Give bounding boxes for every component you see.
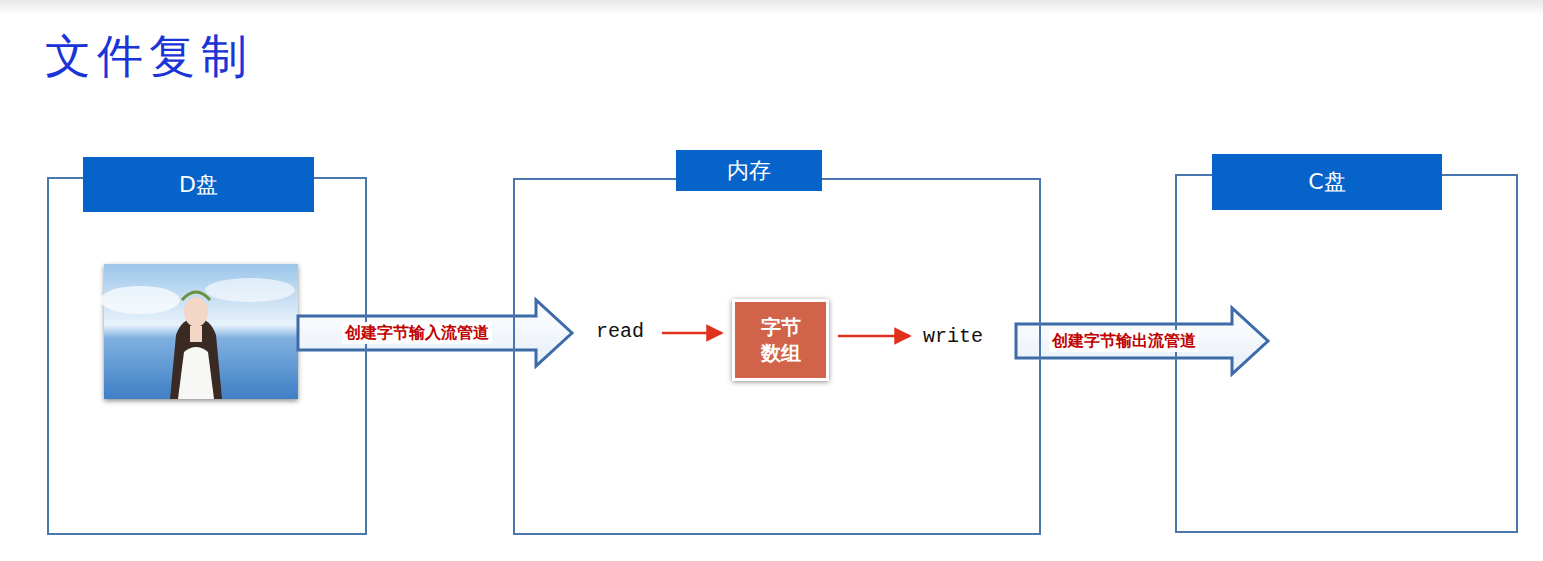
box-label: 字节 数组: [758, 314, 804, 366]
storage-area: D盘: [47, 177, 367, 535]
title: 文件复制: [45, 26, 253, 88]
area-title: C盘: [1308, 167, 1345, 197]
red-arrow: [662, 332, 722, 335]
operation-label: read: [596, 320, 644, 343]
storage-area: 内存字节 数组: [513, 178, 1041, 535]
operation-label: write: [923, 325, 983, 348]
hair: [170, 318, 222, 399]
area-header: C盘: [1212, 154, 1442, 210]
cloud: [100, 286, 180, 314]
byte-array-box: 字节 数组: [732, 299, 829, 381]
pipe-label: 创建字节输出流管道: [1049, 330, 1199, 352]
dress: [178, 347, 214, 399]
red-arrow: [838, 335, 910, 338]
flower-crown: [182, 292, 210, 300]
storage-area: C盘: [1175, 174, 1518, 533]
pipe-label: 创建字节输入流管道: [342, 322, 492, 344]
top-band: [0, 0, 1543, 16]
photo-frame: [104, 264, 298, 399]
area-title: D盘: [179, 170, 218, 200]
face: [184, 297, 208, 327]
pipe-arrow: [1016, 308, 1268, 374]
photo-illustration: [100, 264, 298, 399]
pipe-arrow: [298, 300, 572, 366]
cloud: [205, 278, 295, 302]
area-header: D盘: [83, 157, 314, 212]
neck: [190, 326, 202, 342]
area-header: 内存: [676, 150, 822, 191]
area-title: 内存: [727, 156, 771, 186]
